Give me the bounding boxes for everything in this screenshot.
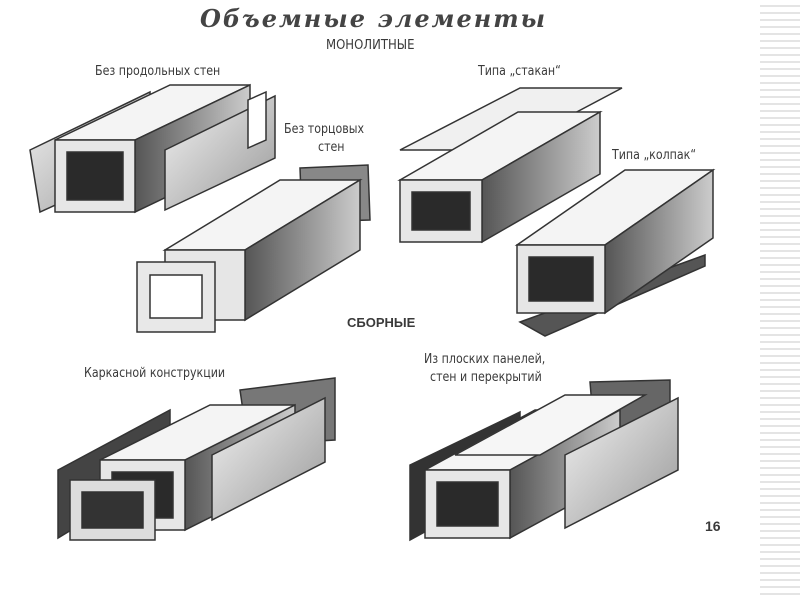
slide-title: Объемные элементы <box>200 4 548 33</box>
label-flat-panels-line1: Из плоских панелей, <box>424 352 546 367</box>
frame-end-panel-opening <box>81 491 144 529</box>
label-flat-panels-line2: стен и перекрытий <box>430 370 542 385</box>
label-no-longitudinal-walls: Без продольных стен <box>95 64 221 79</box>
section-prefab-heading: СБОРНЫЕ <box>347 315 416 330</box>
page-number: 16 <box>705 518 721 534</box>
end-wall-front-window <box>149 274 203 319</box>
panels-roof <box>454 394 648 456</box>
box-panels-opening <box>436 481 499 527</box>
box-cap-opening <box>528 256 594 302</box>
slide-border-stripes <box>760 0 800 600</box>
frame-side-panel <box>211 396 326 522</box>
label-no-end-walls-line1: Без торцовых <box>284 122 365 137</box>
label-glass-type: Типа „стакан“ <box>478 64 561 79</box>
box-glass-opening <box>411 191 471 231</box>
section-monolithic-heading: МОНОЛИТНЫЕ <box>326 38 415 53</box>
label-frame-construction: Каркасной конструкции <box>84 366 226 381</box>
box-no-longitudinal-opening <box>66 151 124 201</box>
panels-side-wall <box>564 396 679 530</box>
label-cap-type: Типа „колпак“ <box>612 148 697 163</box>
label-no-end-walls-line2: стен <box>318 140 345 155</box>
wall-window <box>247 90 267 150</box>
